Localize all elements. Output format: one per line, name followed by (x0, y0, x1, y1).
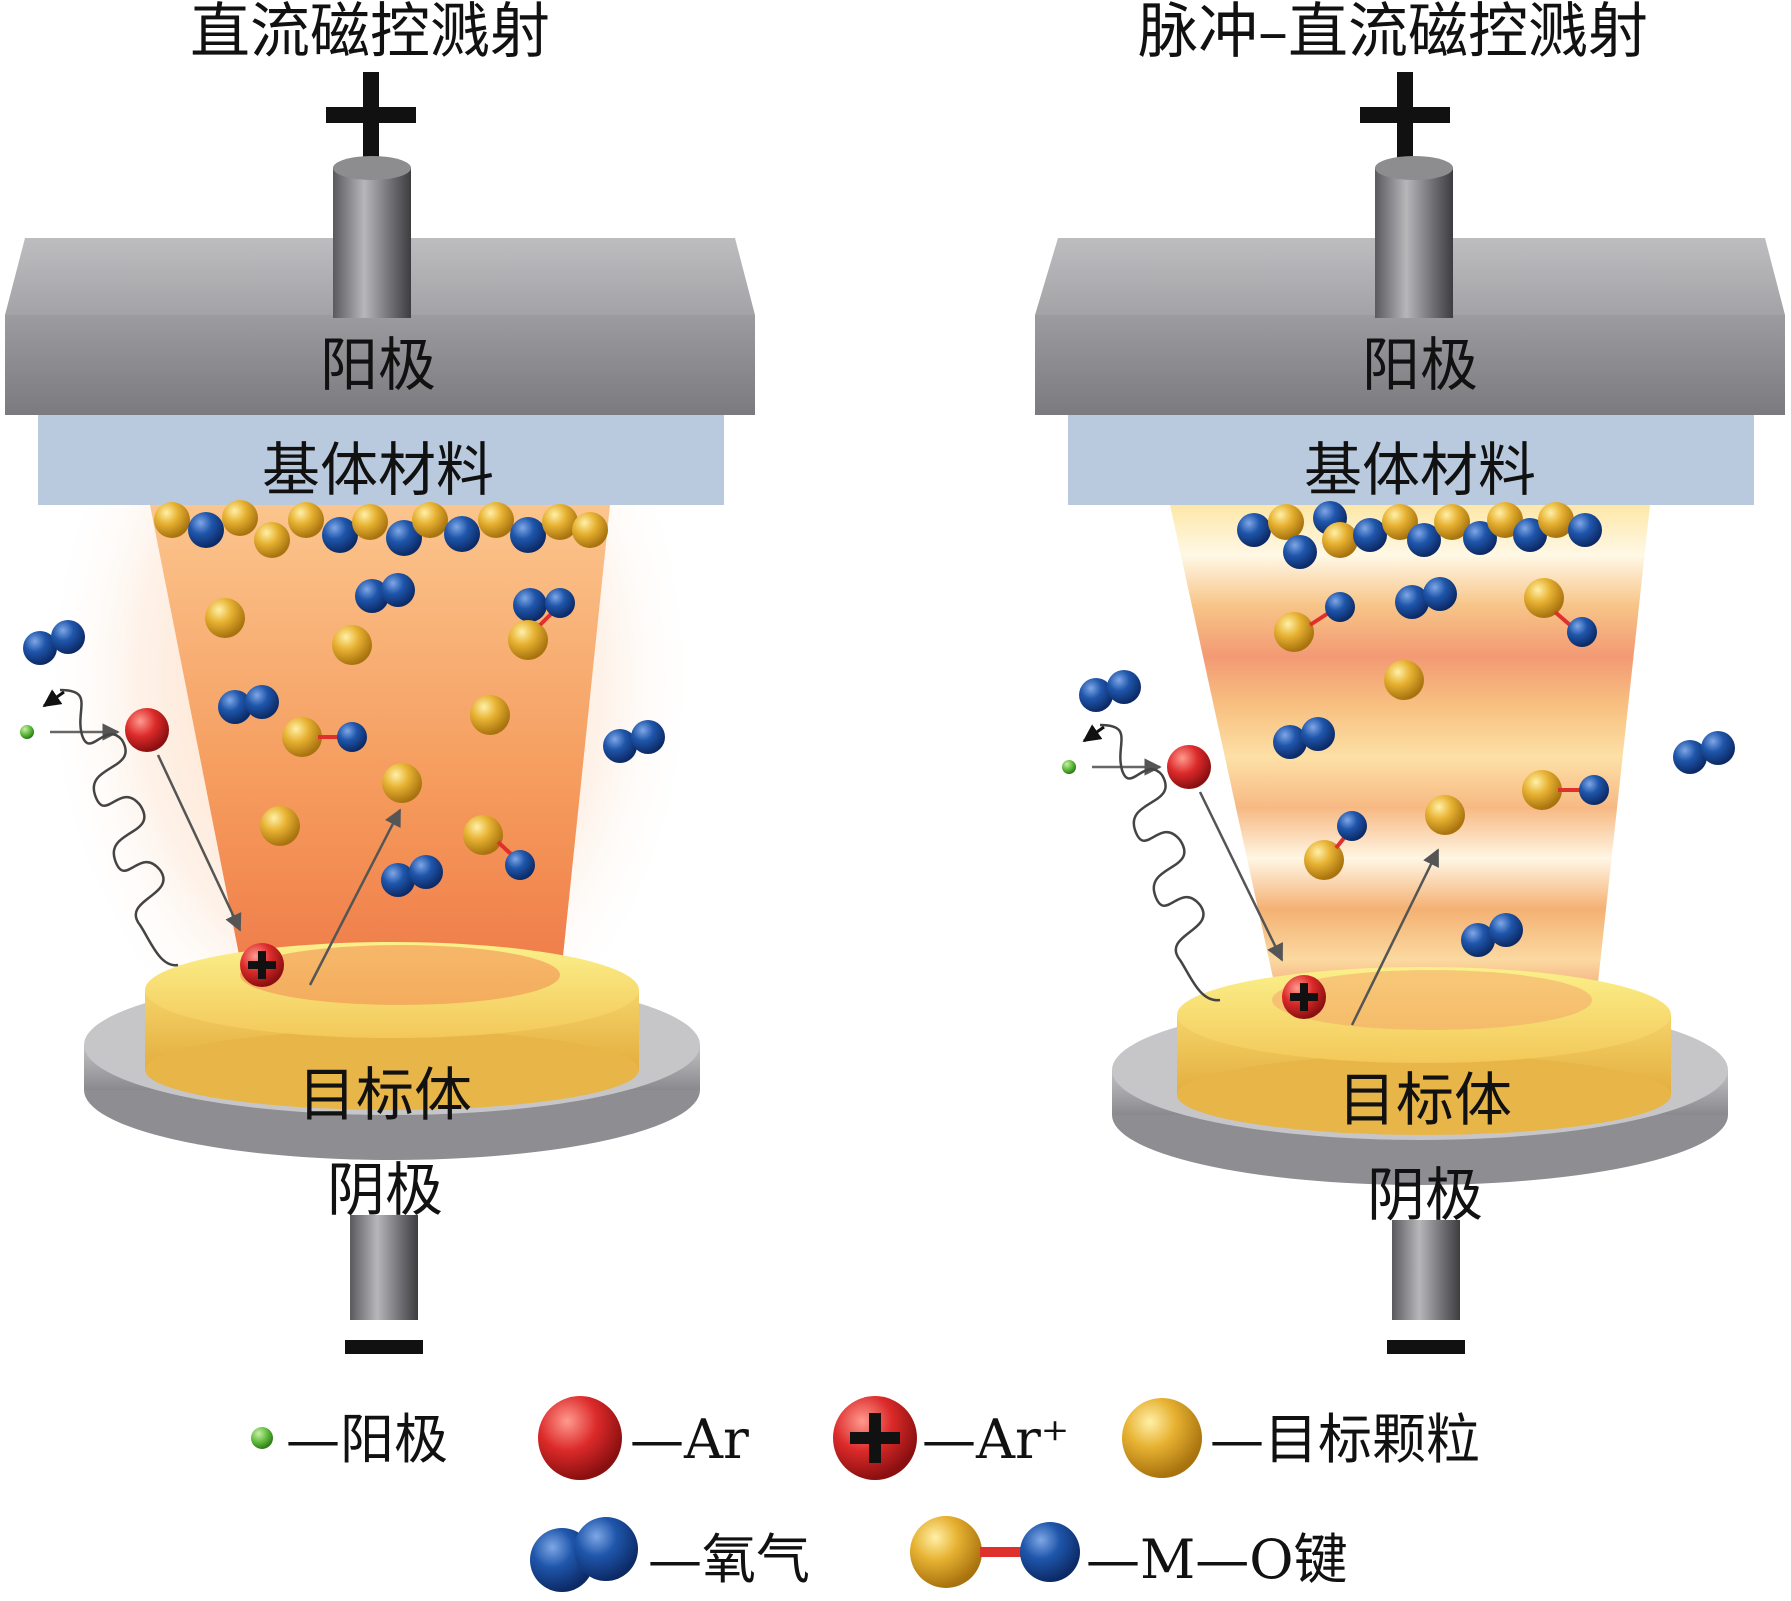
argon-ion-icon (1282, 975, 1326, 1019)
oxygen-molecule (23, 620, 85, 665)
legend-label: —目标颗粒 (1210, 1408, 1480, 1471)
metal-oxygen-bond (463, 815, 535, 880)
cathode-rod (1392, 1220, 1460, 1320)
target-particle (205, 598, 245, 638)
target-particle (1425, 795, 1465, 835)
panel-title: 直流磁控溅射 (190, 0, 550, 67)
anode-plus-icon (326, 72, 416, 158)
target-particle (332, 625, 372, 665)
plasma-plume (1170, 505, 1650, 1010)
target-label: 目标体 (298, 1061, 472, 1129)
substrate-layer (1068, 415, 1754, 505)
legend: —阳极 —Ar —Ar⁺ —目标颗粒 —氧气 —M—O键 (251, 1396, 1480, 1592)
legend-label: —阳极 (286, 1408, 448, 1471)
oxygen-molecule (1079, 670, 1141, 712)
oxygen-molecule (1461, 913, 1523, 957)
metal-oxygen-bond (1274, 592, 1355, 652)
legend-label: —M—O键 (1086, 1528, 1348, 1591)
argon-atom-icon (125, 708, 169, 752)
panel-pulsed-dc-sputtering: 脉冲–直流磁控溅射 阳极 基体材料 (1035, 0, 1785, 1354)
electron-dot-icon (20, 725, 34, 739)
panel-title: 脉冲–直流磁控溅射 (1138, 0, 1648, 67)
metal-oxygen-bond (508, 588, 575, 660)
anode-plus-icon (1360, 72, 1450, 158)
electron-dot-icon (1062, 760, 1076, 774)
argon-ion-icon (833, 1396, 917, 1480)
particles (1273, 577, 1609, 957)
plasma-plume (150, 505, 610, 985)
oxygen-molecule (218, 685, 279, 724)
argon-ion-icon (240, 943, 284, 987)
oxygen-molecule (1395, 577, 1457, 619)
electron-dot-icon (251, 1427, 273, 1449)
target-particle-icon (1122, 1398, 1202, 1478)
target-particle (382, 763, 422, 803)
oxygen-molecule (1273, 717, 1335, 759)
metal-oxygen-bond-icon (910, 1516, 1080, 1588)
target-particle (470, 695, 510, 735)
cathode-minus-icon (1387, 1340, 1465, 1354)
legend-label: —氧气 (648, 1528, 810, 1591)
arrow (308, 808, 402, 986)
cathode-minus-icon (345, 1340, 423, 1354)
substrate-label: 基体材料 (262, 436, 494, 504)
argon-atom-icon (1167, 745, 1211, 789)
argon-atom-icon (538, 1396, 622, 1480)
substrate-layer (38, 415, 724, 505)
legend-label: —Ar⁺ (922, 1408, 1069, 1471)
oxygen-molecule (603, 720, 665, 763)
arrow (156, 754, 242, 932)
anode-plate (1035, 238, 1785, 415)
cathode-rod (350, 1215, 418, 1320)
legend-label: —Ar (630, 1408, 749, 1471)
metal-oxygen-bond (1522, 770, 1609, 810)
metal-oxygen-bond (1524, 578, 1597, 647)
cathode-label: 阴极 (327, 1156, 443, 1224)
oxygen-molecule-icon (530, 1517, 638, 1592)
particles (205, 573, 575, 897)
deposited-film (154, 500, 608, 558)
target-particle (260, 806, 300, 846)
target-disc (145, 942, 639, 1110)
electron-spiral-path (59, 688, 179, 967)
anode-plate (5, 238, 755, 415)
anode-label: 阳极 (1362, 331, 1478, 399)
oxygen-molecule (355, 573, 415, 613)
arrow (1350, 848, 1440, 1026)
substrate-label: 基体材料 (1304, 436, 1536, 504)
oxygen-molecule (513, 588, 547, 622)
oxygen-molecule (1673, 731, 1735, 774)
target-label: 目标体 (1338, 1066, 1512, 1134)
arrow (1082, 724, 1105, 743)
oxygen-molecule (381, 855, 443, 897)
arrow (42, 689, 65, 708)
cathode-label: 阴极 (1367, 1161, 1483, 1229)
arrow (1198, 791, 1284, 962)
electron-spiral-path (1099, 723, 1221, 1002)
anode-label: 阳极 (320, 331, 436, 399)
panel-dc-sputtering: 直流磁控溅射 阳极 基体材料 (5, 0, 755, 1354)
deposited-film (1237, 501, 1602, 569)
metal-oxygen-bond (282, 717, 367, 757)
target-particle (1384, 660, 1424, 700)
metal-oxygen-bond (1304, 811, 1367, 880)
